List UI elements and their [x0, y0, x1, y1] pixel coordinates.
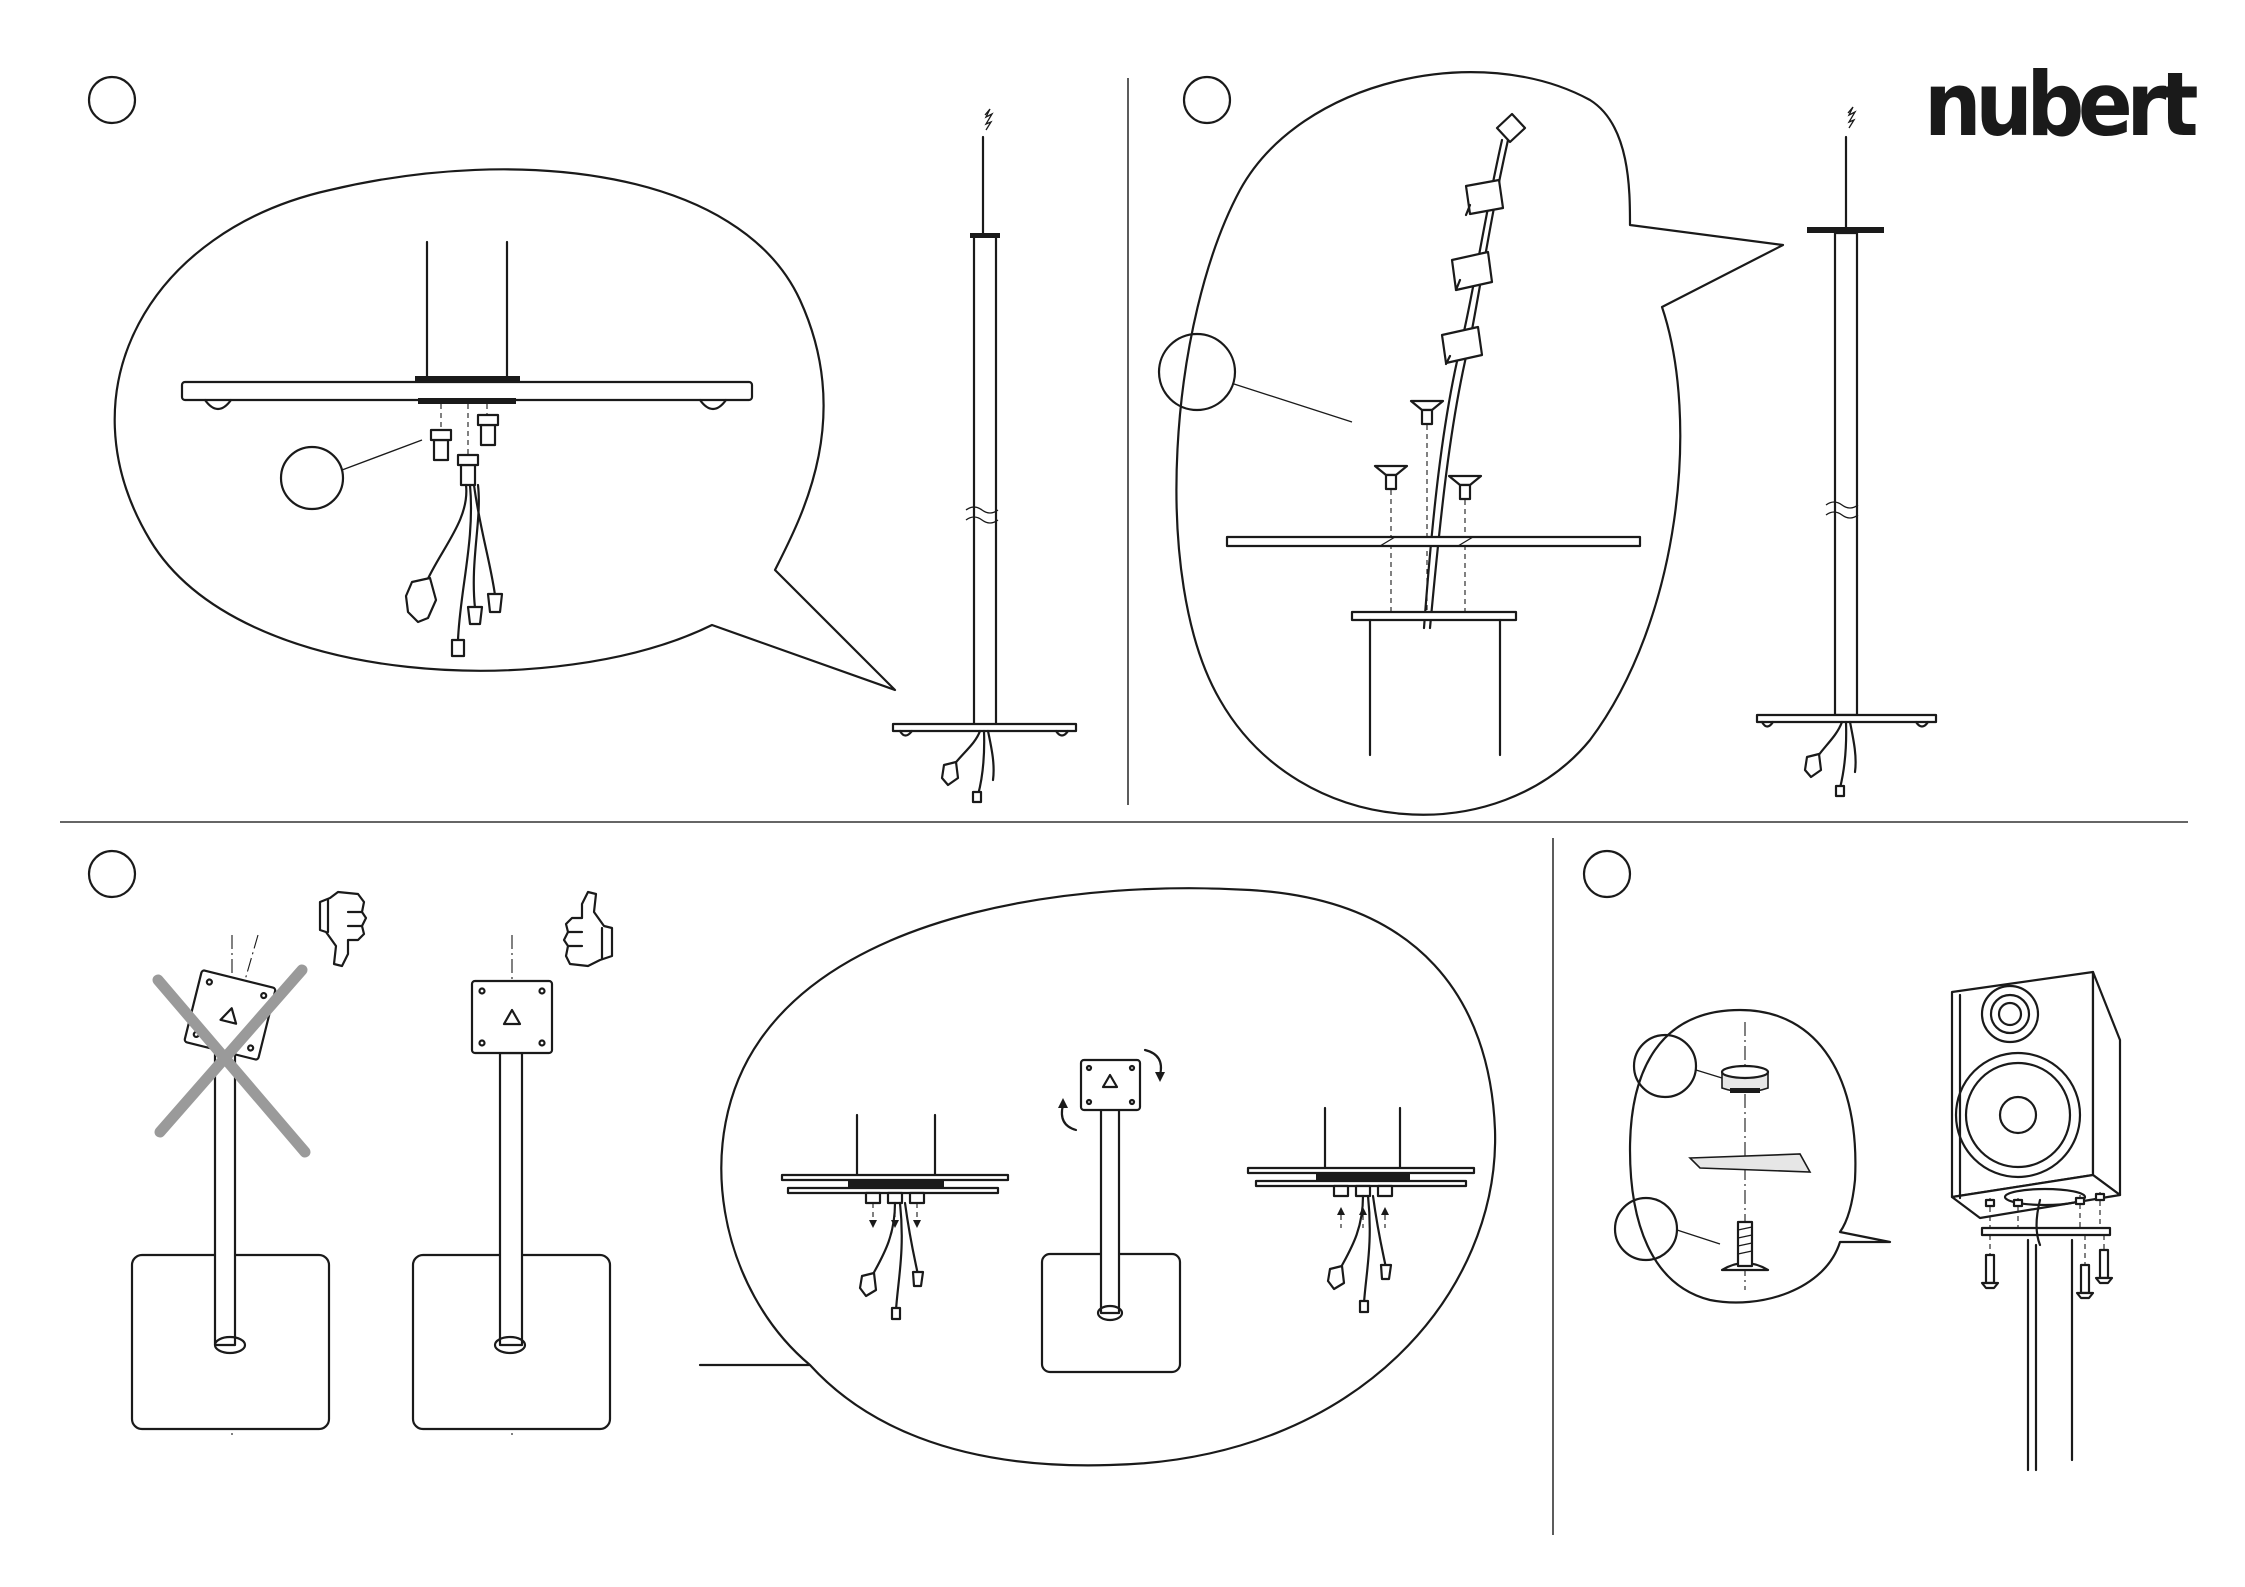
wrong-orientation-stand [132, 935, 329, 1438]
loudspeaker-box [1952, 972, 2120, 1218]
step-number-circle-1 [89, 77, 135, 123]
logo-text: nubert [1924, 62, 2165, 152]
part-callout-2 [1159, 334, 1235, 410]
panel-1 [89, 77, 1076, 802]
part-callout-3 [1634, 1035, 1696, 1097]
step-number-circle-3 [89, 851, 135, 897]
step-number-circle-2 [1184, 77, 1230, 123]
plate-assembly-up [1248, 1108, 1474, 1312]
thumbs-up-icon [564, 892, 612, 966]
nubert-logo: nubert [1924, 62, 2186, 152]
thumbs-down-icon [320, 892, 366, 966]
panel-3 [89, 851, 1495, 1465]
correct-orientation-stand [413, 935, 610, 1438]
mounting-screws [1982, 1235, 2112, 1298]
panel-4 [1584, 851, 2120, 1470]
part-callout-1 [281, 447, 343, 509]
panel-2 [1159, 72, 1936, 815]
part-callout-4 [1615, 1198, 1677, 1260]
step-number-circle-4 [1584, 851, 1630, 897]
detail-bubble-1 [115, 169, 895, 690]
plate-rotation-detail [1042, 1050, 1180, 1372]
plate-assembly-down [782, 1115, 1008, 1319]
